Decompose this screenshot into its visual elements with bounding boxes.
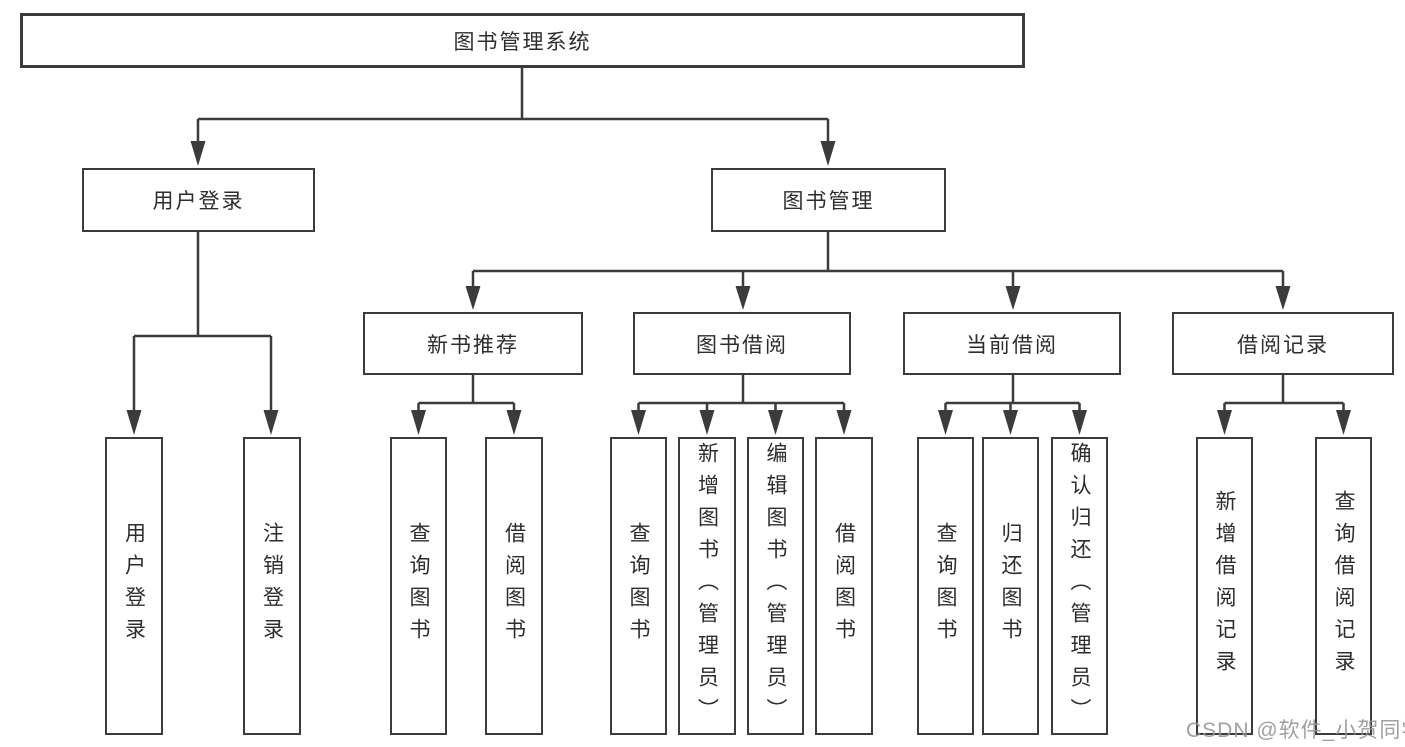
leaf-confirm-return-admin: 确认归还（管理员） — [1051, 437, 1108, 735]
tree-branch-lines — [132, 68, 1345, 418]
arrowhead-icon — [126, 141, 1351, 435]
node-book-borrowing: 图书借阅 — [633, 312, 851, 375]
leaf-add-book-admin: 新增图书（管理员） — [678, 437, 736, 735]
leaf-borrow-books: 借阅图书 — [815, 437, 873, 735]
node-borrowing-records: 借阅记录 — [1172, 312, 1394, 375]
node-new-book-recommendation: 新书推荐 — [363, 312, 583, 375]
leaf-user-login: 用户登录 — [105, 437, 163, 735]
leaf-query-borrow-record: 查询借阅记录 — [1315, 437, 1372, 735]
node-library-management-system: 图书管理系统 — [20, 13, 1025, 68]
leaf-logout: 注销登录 — [243, 437, 301, 735]
leaf-return-book: 归还图书 — [982, 437, 1039, 735]
node-book-management: 图书管理 — [711, 168, 946, 232]
leaf-edit-book-admin: 编辑图书（管理员） — [747, 437, 804, 735]
leaf-query-books-recommend: 查询图书 — [390, 437, 447, 735]
leaf-query-books-current: 查询图书 — [917, 437, 974, 735]
node-user-login: 用户登录 — [82, 168, 315, 232]
node-current-borrowing: 当前借阅 — [903, 312, 1121, 375]
watermark-text: CSDN @软件_小贺同学 — [1186, 719, 1405, 742]
leaf-add-borrow-record: 新增借阅记录 — [1196, 437, 1253, 735]
leaf-borrow-books-recommend: 借阅图书 — [485, 437, 543, 735]
leaf-query-books-borrow: 查询图书 — [610, 437, 667, 735]
